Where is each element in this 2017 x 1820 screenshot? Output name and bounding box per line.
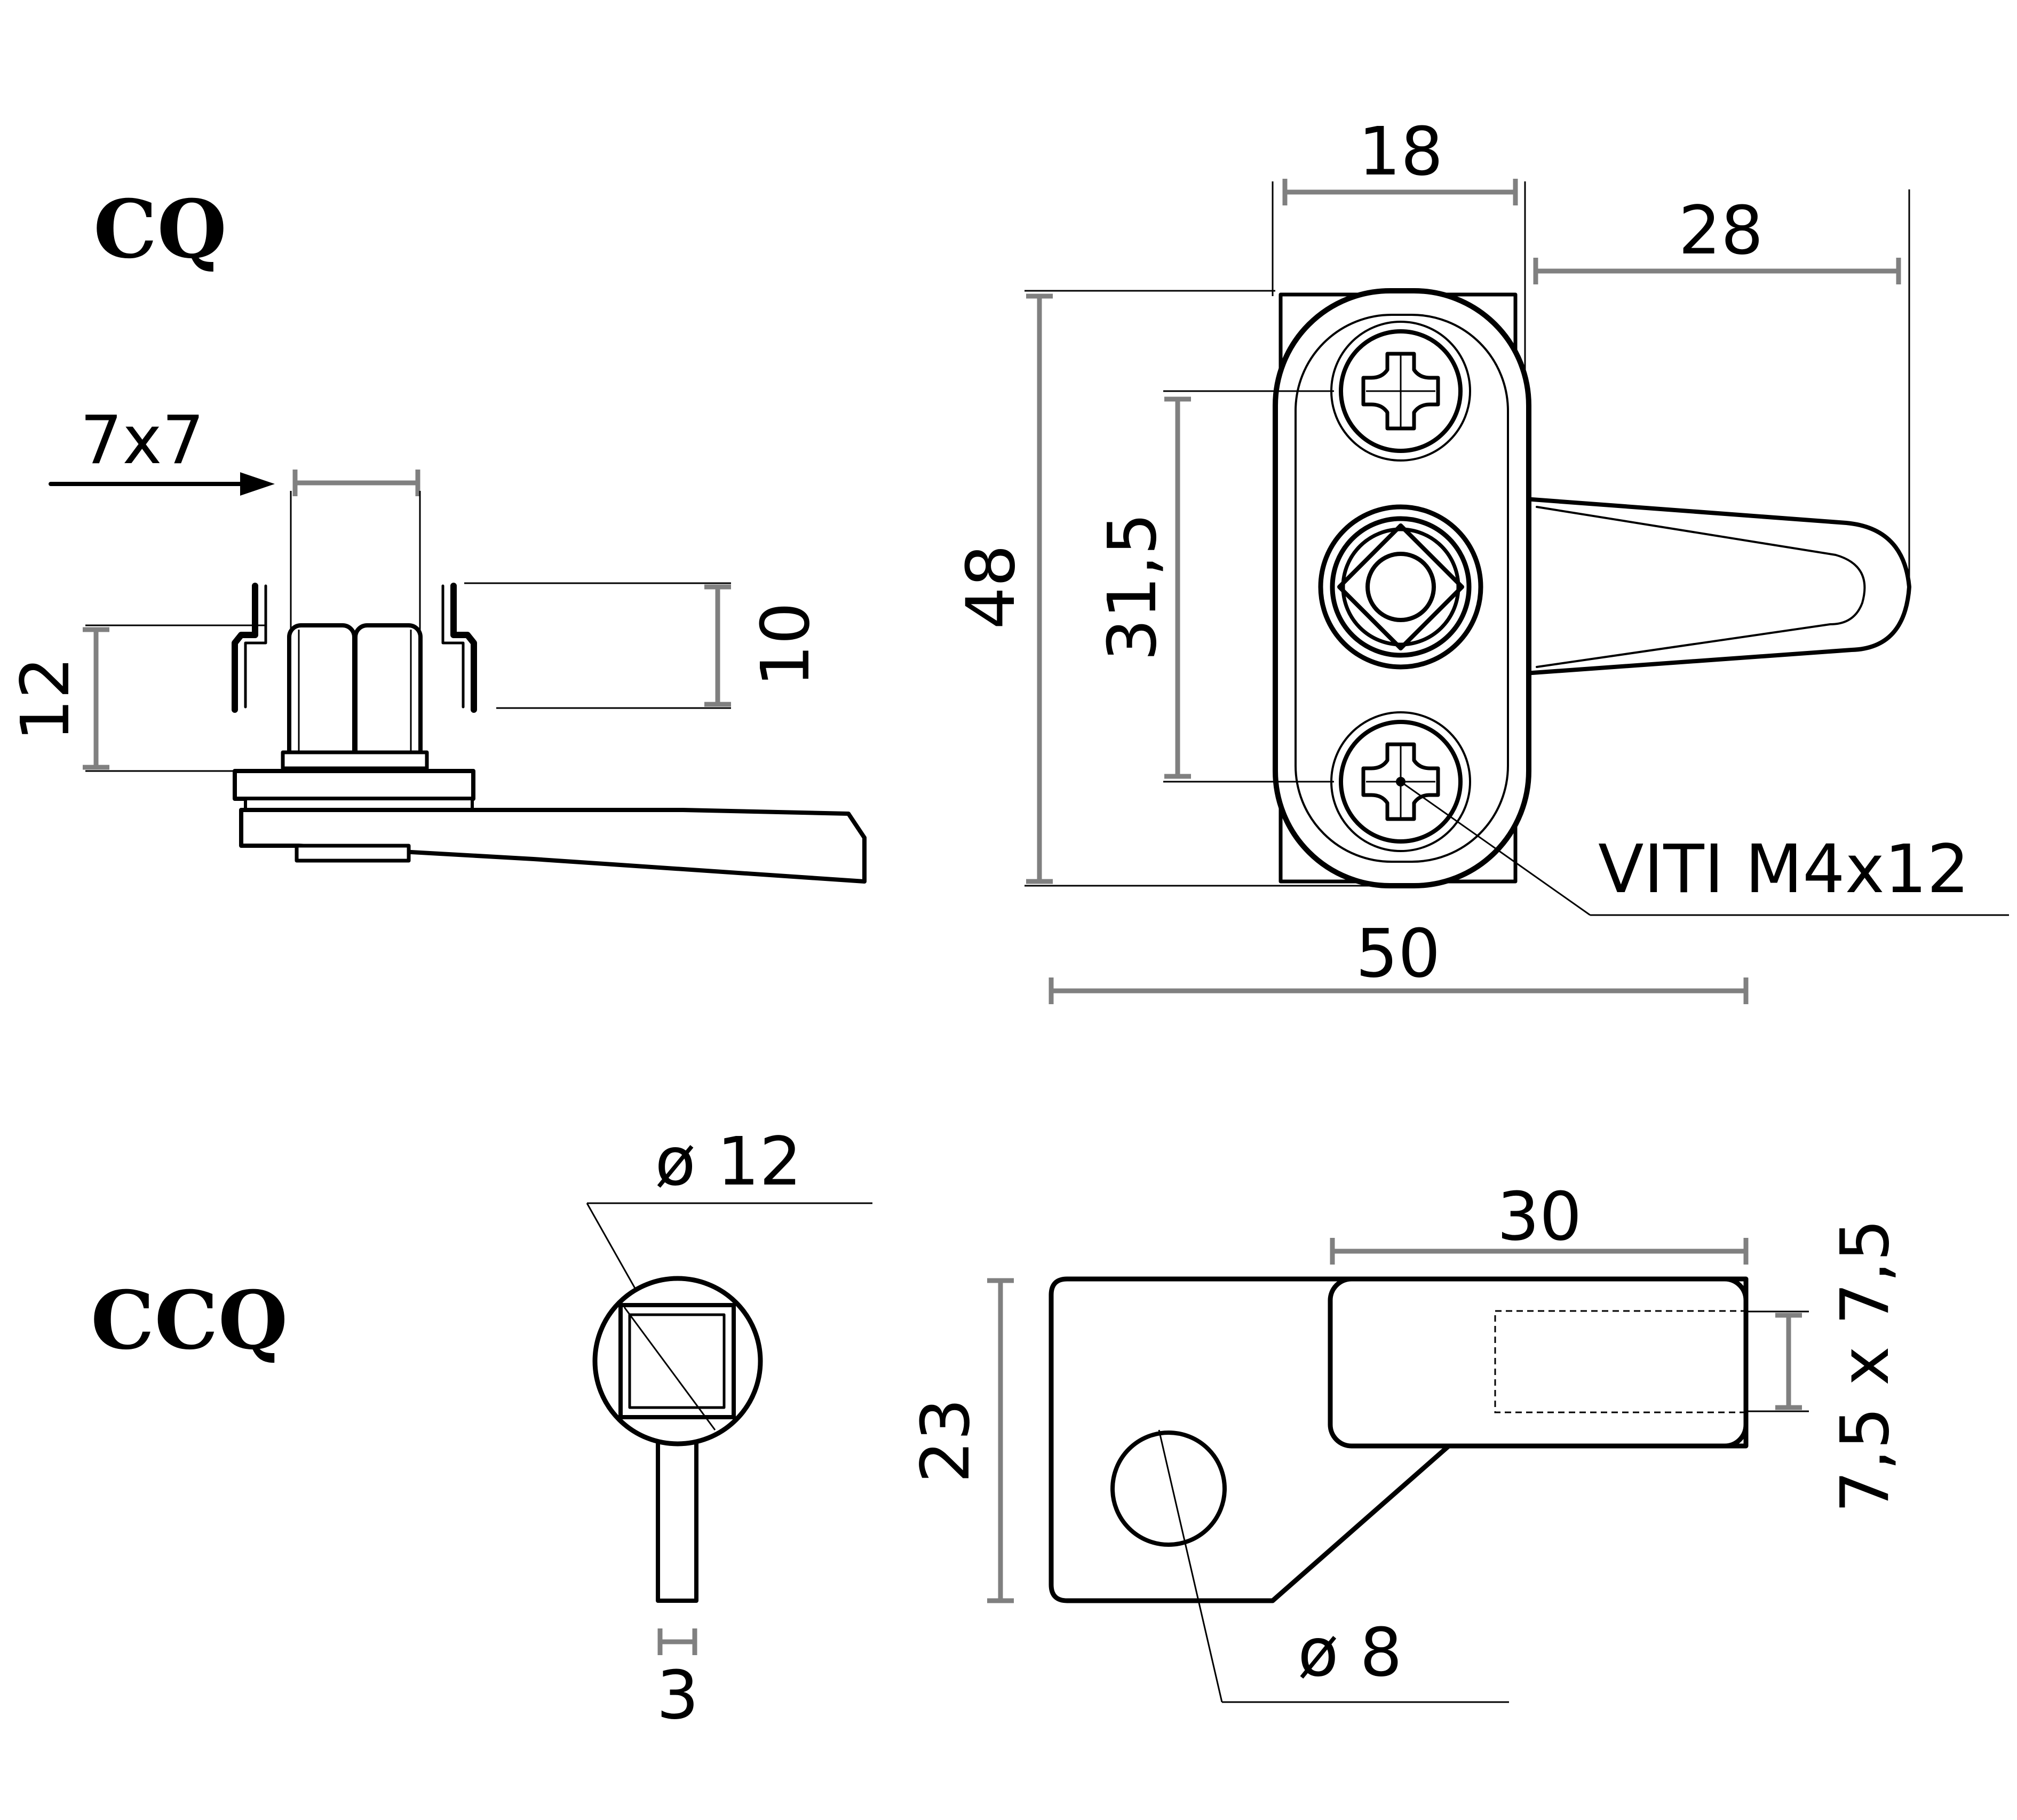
dim-overall-50-label: 50 (1355, 915, 1440, 992)
dim-spacing-315-label: 31,5 (1094, 513, 1171, 661)
spindle-label: 7x7 (80, 402, 204, 479)
ccq-end-view: ø 12 3 (586, 1123, 872, 1734)
square-hole-hidden (1494, 1310, 1747, 1413)
screws-leader (1400, 781, 1591, 916)
spindle-boss-outer (1318, 504, 1483, 670)
dim-height-23-label: 23 (907, 1398, 984, 1483)
bracket-body (1049, 1276, 1749, 1603)
handle-lever (239, 808, 867, 884)
phillips-head-top-icon (1361, 352, 1440, 431)
pivot-hole-icon (1110, 1430, 1227, 1547)
cap-right-inner (441, 584, 465, 709)
square-socket-inner (628, 1313, 726, 1409)
handle-hub (295, 844, 411, 863)
hole-leader (1158, 1429, 1223, 1703)
square-spindle-icon (1337, 523, 1464, 650)
escutcheon-plate (1273, 288, 1531, 888)
escutcheon-inner (1295, 314, 1509, 863)
dim-height-12-label: 12 (7, 656, 84, 741)
ccq-side-view: 30 23 7,5 x 7,5 ø 8 (907, 1178, 1904, 1703)
spindle-boss-mid (1330, 516, 1472, 658)
handle-arm-inner (1536, 506, 1866, 668)
hole-8-label: ø 8 (1298, 1614, 1402, 1691)
cq-front-view: 18 28 (952, 113, 2009, 1004)
diameter-12-label: ø 12 (655, 1123, 801, 1201)
phillips-head-bottom-icon (1361, 742, 1440, 821)
screw-bottom-head (1339, 720, 1463, 844)
boss-circle (592, 1276, 763, 1447)
square-socket-outer (618, 1303, 736, 1419)
screws-label: VITI M4x12 (1598, 831, 1970, 908)
nut-base (281, 750, 429, 770)
dim-length-30-label: 30 (1497, 1178, 1582, 1255)
model-title-ccq: CCQ (91, 1274, 288, 1368)
base-plate (233, 769, 475, 801)
dim-height-48-label: 48 (952, 544, 1030, 629)
diameter-leader (623, 1307, 716, 1430)
stem (656, 1432, 698, 1603)
screw-top-head (1339, 329, 1463, 453)
cap-left-inner (244, 584, 267, 709)
cq-side-view: 7x7 12 10 (7, 402, 867, 884)
spindle-arrow-head (240, 472, 275, 496)
dim-width-18-label: 18 (1358, 113, 1443, 190)
dim-square-75-label: 7,5 x 7,5 (1827, 1219, 1904, 1513)
dim-cap-10-label: 10 (747, 602, 824, 687)
cap-left-profile (232, 583, 258, 713)
cap-right-profile (450, 583, 477, 713)
handle-arm (1523, 497, 1911, 675)
spindle-hole (1365, 552, 1436, 622)
dim-offset-28-label: 28 (1678, 192, 1763, 269)
model-title-cq: CQ (93, 182, 227, 276)
spindle-boss-inner (1341, 527, 1460, 647)
dim-thickness-3-label: 3 (656, 1657, 699, 1734)
